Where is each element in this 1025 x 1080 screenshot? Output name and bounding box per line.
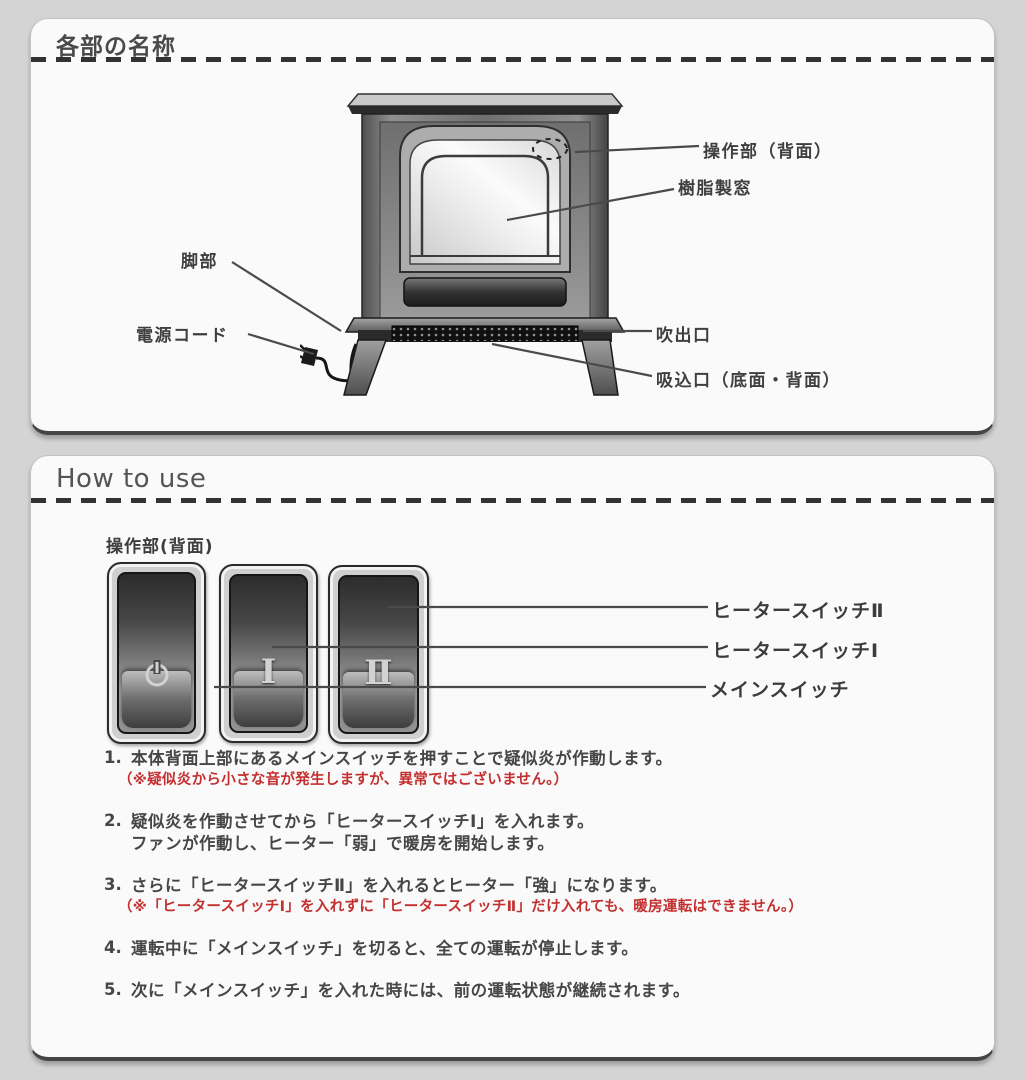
label-power-cord: 電源コード [136,326,229,346]
power-icon [145,659,168,687]
label-legs: 脚部 [181,252,218,272]
instruction-list: 1. 本体背面上部にあるメインスイッチを押すことで疑似炎が作動します。 （※疑似… [104,748,934,1022]
label-heater-switch-1: ヒータースイッチⅠ [712,640,880,662]
stove-top-cap [346,93,624,107]
label-air-intake: 吸込口（底面・背面） [656,371,841,391]
instruction-step-2: 2. 疑似炎を作動させてから「ヒータースイッチⅠ」を入れます。 ファンが作動し、… [104,811,595,853]
heater-switch-1: Ⅰ [219,564,318,743]
lower-panel [403,277,567,307]
label-heater-switch-2: ヒータースイッチⅡ [712,600,885,622]
howto-section-card: How to use [30,455,995,1061]
instruction-step-1: 1. 本体背面上部にあるメインスイッチを押すことで疑似炎が作動します。 （※疑似… [104,748,934,791]
control-panel-caption: 操作部(背面) [106,537,214,557]
parts-section-title: 各部の名称 [56,34,176,60]
warning-note: （※疑似炎から小さな音が発生しますが、異常ではございません。） [118,772,569,788]
front-left-leg [343,339,388,396]
instruction-step-3: 3. さらに「ヒータースイッチⅡ」を入れるとヒーター「強」になります。 （※「ヒ… [104,875,934,918]
stove-illustration [300,93,626,396]
numeral-two-icon: Ⅱ [364,653,393,694]
front-right-leg [581,339,619,396]
heater-switch-2: Ⅱ [328,565,429,744]
main-switch [107,562,206,744]
howto-section-title: How to use [56,464,207,494]
label-control-panel: 操作部（背面） [703,142,833,162]
label-air-outlet: 吹出口 [656,326,712,346]
dashed-divider [31,57,994,62]
resin-window-glass [409,139,561,265]
warning-note: （※「ヒータースイッチⅠ」を入れずに「ヒータースイッチⅡ」だけ入れても、暖房運転… [118,899,804,915]
label-main-switch: メインスイッチ [710,679,850,701]
instruction-step-4: 4. 運転中に「メインスイッチ」を切ると、全ての運転が停止します。 [104,938,639,958]
dashed-divider [31,498,994,503]
numeral-one-icon: Ⅰ [260,652,277,693]
control-area-marker [532,138,568,160]
instruction-step-5: 5. 次に「メインスイッチ」を入れた時には、前の運転状態が継続されます。 [104,980,691,1000]
label-resin-window: 樹脂製窓 [678,179,752,199]
